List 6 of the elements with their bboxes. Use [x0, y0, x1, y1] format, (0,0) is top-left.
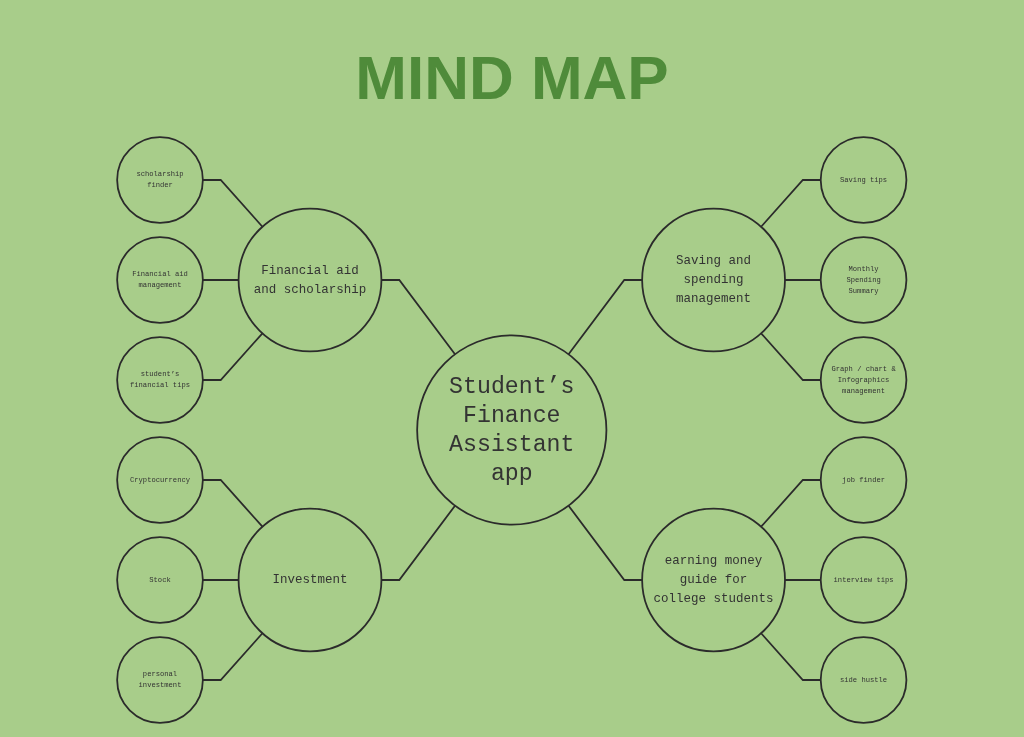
node-circle: Student’s Finance Assistant app — [416, 334, 608, 526]
node-circle: Investment — [237, 507, 383, 653]
node-circle: Saving and spending management — [641, 207, 787, 353]
node-circle: Financial aid and scholarship — [237, 207, 383, 353]
node-circle: earning money guide for college students — [641, 507, 787, 653]
title: MIND MAP — [355, 44, 669, 113]
